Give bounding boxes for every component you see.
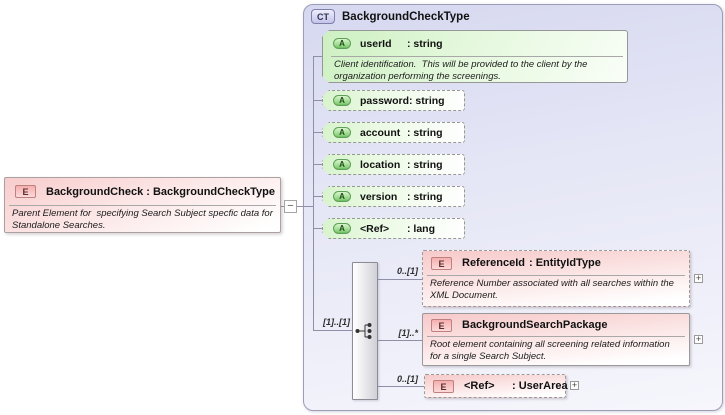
expand-button-ref-userarea[interactable]: + [570, 380, 579, 390]
complex-type-header: CT BackgroundCheckType [311, 9, 470, 24]
cardinality-sequence: [1]..[1] [323, 317, 350, 327]
connector-line [313, 100, 323, 101]
attribute-title-row: A userId : string [323, 31, 627, 56]
attribute-icon: A [333, 95, 351, 106]
attribute-account[interactable]: A account : string [322, 122, 465, 143]
attribute-version[interactable]: A version : string [322, 186, 465, 207]
attribute-type: : string [407, 158, 443, 171]
attribute-type: : string [407, 37, 443, 50]
element-icon: E [15, 185, 36, 198]
attribute-password[interactable]: A password : string [322, 90, 465, 111]
element-icon: E [431, 256, 452, 270]
attribute-icon: A [333, 191, 351, 202]
connector-line [313, 56, 323, 57]
attribute-doc: Client identification. This will be prov… [331, 56, 623, 84]
attribute-type: : string [409, 94, 445, 107]
tree-trunk-line [313, 56, 314, 330]
attribute-name: <Ref> [360, 222, 390, 235]
element-ref-userarea[interactable]: E <Ref> : UserArea [424, 374, 568, 398]
cardinality-referenceid: 0..[1] [396, 266, 418, 276]
connector-line [313, 330, 352, 331]
element-title-row: E BackgroundSearchPackage [423, 314, 689, 336]
connector-line [378, 279, 422, 280]
connector-line [313, 228, 323, 229]
attribute-icon: A [333, 223, 351, 234]
connector-line [313, 132, 323, 133]
attribute-name: location [360, 158, 401, 171]
expand-button-backgroundsearchpackage[interactable]: + [694, 334, 703, 344]
cardinality-backgroundsearchpackage: [1]..* [398, 328, 418, 338]
element-backgroundsearchpackage[interactable]: E BackgroundSearchPackage Root element c… [422, 313, 690, 366]
element-title-row: E ReferenceId : EntityIdType [423, 251, 689, 275]
connector-line [303, 206, 313, 207]
element-doc: Reference Number associated with all sea… [427, 275, 685, 303]
attribute-location[interactable]: A location : string [322, 154, 465, 175]
attribute-userid[interactable]: A userId : string Client identification.… [322, 30, 628, 83]
attribute-icon: A [333, 127, 351, 138]
attribute-ref[interactable]: A <Ref> : lang [322, 218, 465, 239]
root-element-doc: Parent Element for specifying Search Sub… [9, 205, 276, 233]
element-type: : UserArea [512, 380, 568, 392]
attribute-name: password [360, 94, 410, 107]
element-icon: E [431, 318, 452, 332]
element-name: BackgroundSearchPackage [462, 319, 608, 331]
complex-type-icon: CT [311, 9, 335, 24]
cardinality-ref-userarea: 0..[1] [396, 374, 418, 384]
connector-line [378, 386, 424, 387]
attribute-type: : string [407, 126, 443, 139]
expand-button-referenceid[interactable]: + [694, 273, 703, 283]
element-type: : EntityIdType [528, 257, 601, 269]
element-doc: Root element containing all screening re… [427, 336, 685, 364]
element-name: <Ref> [464, 380, 495, 392]
connector-line [313, 196, 323, 197]
attribute-name: userId [360, 37, 392, 50]
sequence-compositor[interactable] [352, 262, 378, 400]
complex-type-title: BackgroundCheckType [342, 10, 470, 23]
root-element-title-row: E BackgroundCheck : BackgroundCheckType [5, 178, 280, 205]
attribute-icon: A [333, 159, 351, 170]
element-name: ReferenceId [462, 257, 525, 269]
element-icon: E [433, 379, 454, 393]
root-element-title: BackgroundCheck : BackgroundCheckType [46, 185, 276, 198]
element-referenceid[interactable]: E ReferenceId : EntityIdType Reference N… [422, 250, 690, 307]
connector-line [378, 340, 422, 341]
collapse-button[interactable]: − [284, 200, 297, 213]
attribute-type: : lang [407, 222, 435, 235]
sequence-icon [355, 323, 372, 339]
connector-line [313, 164, 323, 165]
attribute-icon: A [333, 38, 351, 49]
element-title-row: E <Ref> : UserArea [425, 375, 568, 397]
attribute-type: : string [407, 190, 443, 203]
attribute-name: version [360, 190, 398, 203]
attribute-name: account [360, 126, 401, 139]
root-element-box[interactable]: E BackgroundCheck : BackgroundCheckType … [4, 177, 281, 233]
